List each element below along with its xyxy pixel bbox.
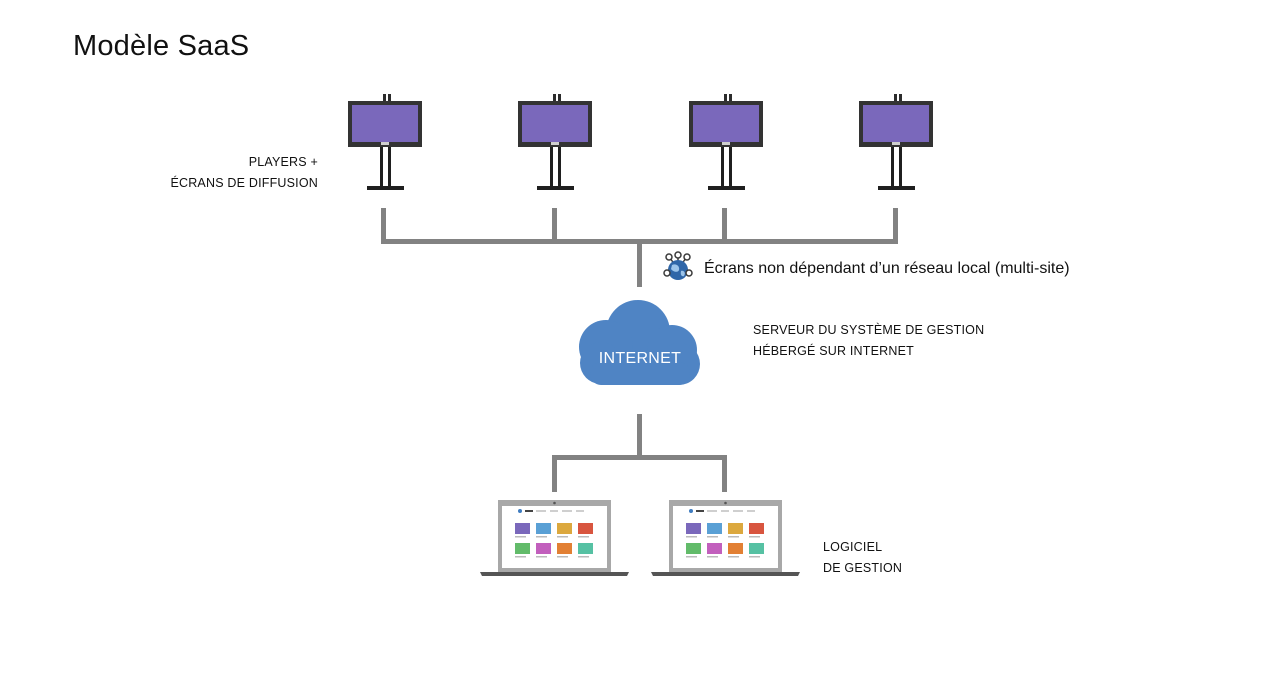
server-label-line2: HÉBERGÉ SUR INTERNET xyxy=(753,344,914,358)
display-stand-icon xyxy=(348,94,422,190)
connector-bottom xyxy=(552,414,727,492)
laptop-icon xyxy=(651,500,800,576)
software-label: LOGICIEL DE GESTION xyxy=(823,537,902,579)
internet-label: INTERNET xyxy=(598,350,682,367)
software-label-line1: LOGICIEL xyxy=(823,540,883,554)
laptop-icon xyxy=(480,500,629,576)
display-stand-icon xyxy=(518,94,592,190)
connector-drop-1 xyxy=(381,208,386,244)
server-label-line1: SERVEUR DU SYSTÈME DE GESTION xyxy=(753,323,985,337)
connector-drop-laptop-2 xyxy=(722,455,727,492)
cloud-icon xyxy=(579,300,700,385)
network-note: Écrans non dépendant d’un réseau local (… xyxy=(704,260,1070,277)
server-label: SERVEUR DU SYSTÈME DE GESTION HÉBERGÉ SU… xyxy=(753,320,984,362)
connector-drop-3 xyxy=(722,208,727,244)
page-title: Modèle SaaS xyxy=(73,30,250,62)
software-label-line2: DE GESTION xyxy=(823,561,903,575)
connector-top xyxy=(381,208,898,287)
connector-drop-2 xyxy=(552,208,557,244)
connector-trunk-top xyxy=(637,239,642,287)
players-label-line2: ÉCRANS DE DIFFUSION xyxy=(170,176,318,190)
connector-drop-laptop-1 xyxy=(552,455,557,492)
network-globe-icon xyxy=(663,251,693,280)
connector-horizontal-bottom xyxy=(552,455,727,460)
connector-trunk-bottom xyxy=(637,414,642,458)
connector-drop-4 xyxy=(893,208,898,244)
players-label-line1: PLAYERS + xyxy=(248,155,318,169)
display-stand-icon xyxy=(689,94,763,190)
display-stand-icon xyxy=(859,94,933,190)
players-label: PLAYERS + ÉCRANS DE DIFFUSION xyxy=(170,152,318,194)
